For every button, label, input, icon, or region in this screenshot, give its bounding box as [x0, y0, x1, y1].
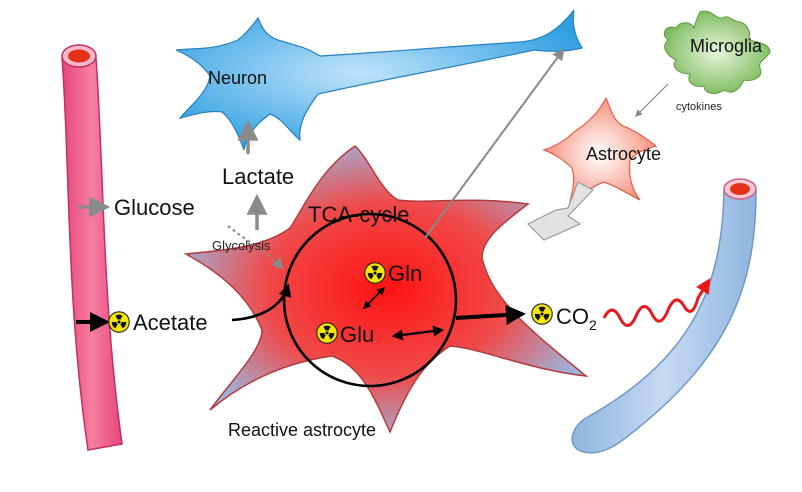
- co2-label: CO2: [556, 304, 597, 333]
- cytokines-label: cytokines: [676, 101, 722, 113]
- activation-arrow: [526, 181, 594, 241]
- lactate-label: Lactate: [222, 164, 294, 189]
- tca-cycle-ring: [282, 212, 458, 388]
- astrocyte-label: Astrocyte: [586, 144, 661, 164]
- glucose-label: Glucose: [114, 195, 195, 220]
- gln-glu-arrow: [362, 286, 386, 310]
- vein-vessel: [571, 178, 757, 454]
- glycolysis-dotted-arrow: [227, 225, 284, 270]
- reactive-astrocyte-label: Reactive astrocyte: [228, 420, 376, 440]
- reactive-astrocyte-cell: [183, 145, 589, 434]
- astrocyte-cell: [542, 96, 658, 211]
- artery-vessel: [61, 44, 123, 451]
- microglia-label: Microglia: [690, 36, 763, 56]
- co2-main: CO: [556, 304, 589, 329]
- radioactive-icon: [364, 262, 386, 284]
- co2-subscript: 2: [589, 317, 597, 333]
- acetate-to-tca-arrow: [231, 283, 292, 322]
- glycolysis-label: Glycolysis: [212, 238, 271, 253]
- radioactive-icon: [531, 303, 553, 325]
- tca-cycle-label: TCA-cycle: [308, 202, 409, 227]
- glu-label: Glu: [340, 322, 374, 347]
- neuron-label: Neuron: [208, 68, 267, 88]
- co2-arrow: [455, 304, 526, 325]
- radioactive-icon: [108, 311, 130, 333]
- glu-tca-arrow: [391, 325, 445, 341]
- gln-label: Gln: [388, 261, 422, 286]
- cytokines-arrow: [634, 83, 669, 118]
- acetate-label: Acetate: [133, 310, 208, 335]
- microglia-cell: [663, 10, 771, 94]
- neuron-cell: [175, 9, 583, 151]
- axon-arrow: [424, 48, 565, 239]
- co2-wave-arrow: [602, 278, 711, 327]
- radioactive-icon: [316, 322, 338, 344]
